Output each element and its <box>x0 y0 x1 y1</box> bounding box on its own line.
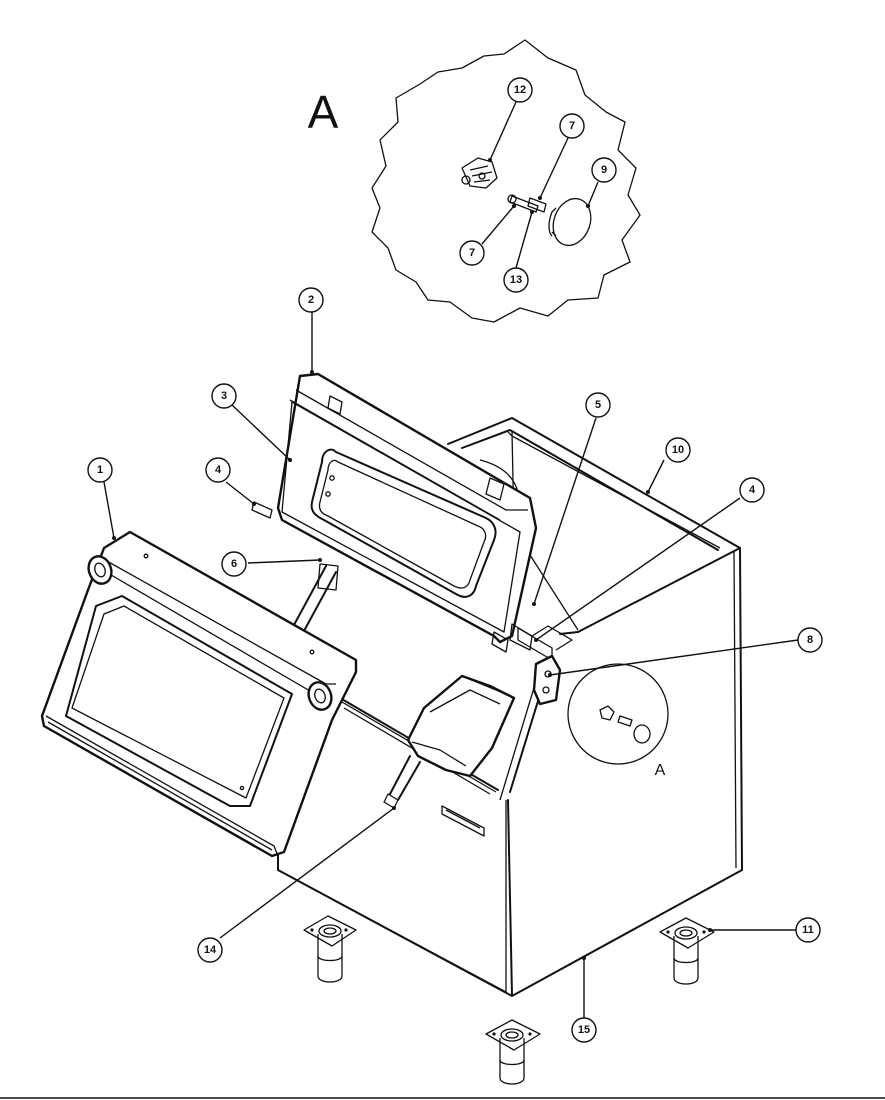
detail-end-cap <box>548 197 592 247</box>
callout-2: 2 <box>298 287 324 313</box>
svg-text:7: 7 <box>569 120 575 132</box>
lower-door-window <box>65 595 293 807</box>
callout-8: 8 <box>797 627 823 653</box>
lower-door-hinge-right <box>307 681 333 711</box>
leg-front <box>485 1019 541 1085</box>
callout-7-upper: 7 <box>559 113 585 139</box>
svg-text:9: 9 <box>601 164 607 176</box>
svg-text:12: 12 <box>514 84 526 96</box>
lower-door-hinge-left <box>87 555 113 585</box>
svg-text:2: 2 <box>308 294 314 306</box>
cabinet-top-rim <box>447 417 741 633</box>
callout-10: 10 <box>665 437 691 463</box>
svg-text:15: 15 <box>578 1024 590 1036</box>
lower-door-frame <box>40 530 358 858</box>
leg-left <box>303 915 357 983</box>
svg-text:10: 10 <box>672 444 684 456</box>
bumper-part <box>251 501 273 519</box>
svg-text:1: 1 <box>97 464 103 476</box>
hinge-hardware <box>517 625 579 706</box>
callout-3: 3 <box>211 383 237 409</box>
ice-scoop <box>383 674 516 809</box>
detail-a-inset-circle <box>567 663 669 765</box>
detail-a-inset-label: A <box>655 762 666 779</box>
callout-4-right: 4 <box>739 477 765 503</box>
cabinet-right-panel <box>507 547 743 997</box>
upper-door-window <box>310 448 497 598</box>
callout-13: 13 <box>503 267 529 293</box>
detail-a-inset: A <box>567 663 669 779</box>
svg-text:14: 14 <box>204 944 217 956</box>
svg-text:6: 6 <box>231 558 237 570</box>
callout-11: 11 <box>795 917 821 943</box>
detail-a-label: A <box>308 86 339 138</box>
callout-6: 6 <box>221 551 247 577</box>
svg-text:11: 11 <box>802 924 814 936</box>
callout-9: 9 <box>591 157 617 183</box>
callout-5: 5 <box>585 392 611 418</box>
detail-a-view: A <box>308 39 641 323</box>
upper-door <box>276 372 538 653</box>
svg-text:4: 4 <box>215 464 222 476</box>
callout-4-left: 4 <box>205 457 231 483</box>
svg-text:8: 8 <box>807 634 813 646</box>
detail-spring-clip <box>461 157 498 189</box>
leg-right <box>659 917 715 985</box>
callout-14: 14 <box>197 937 223 963</box>
cabinet-front-panel <box>277 839 513 997</box>
svg-text:3: 3 <box>221 390 227 402</box>
detail-a-cloud-outline <box>371 39 641 323</box>
leader-lines <box>103 101 799 1018</box>
callout-12: 12 <box>507 77 533 103</box>
scoop-body <box>406 674 516 778</box>
upper-door-frame <box>276 372 538 644</box>
lower-door <box>40 530 358 858</box>
callout-15: 15 <box>571 1017 597 1043</box>
svg-text:5: 5 <box>595 399 601 411</box>
svg-text:7: 7 <box>469 247 475 259</box>
detail-hinge-pin <box>507 194 547 213</box>
scoop-handle <box>389 755 421 801</box>
nameplate <box>441 805 485 837</box>
svg-text:13: 13 <box>510 274 522 286</box>
svg-text:4: 4 <box>749 484 756 496</box>
callout-1: 1 <box>87 457 113 483</box>
callout-7-lower: 7 <box>459 240 485 266</box>
